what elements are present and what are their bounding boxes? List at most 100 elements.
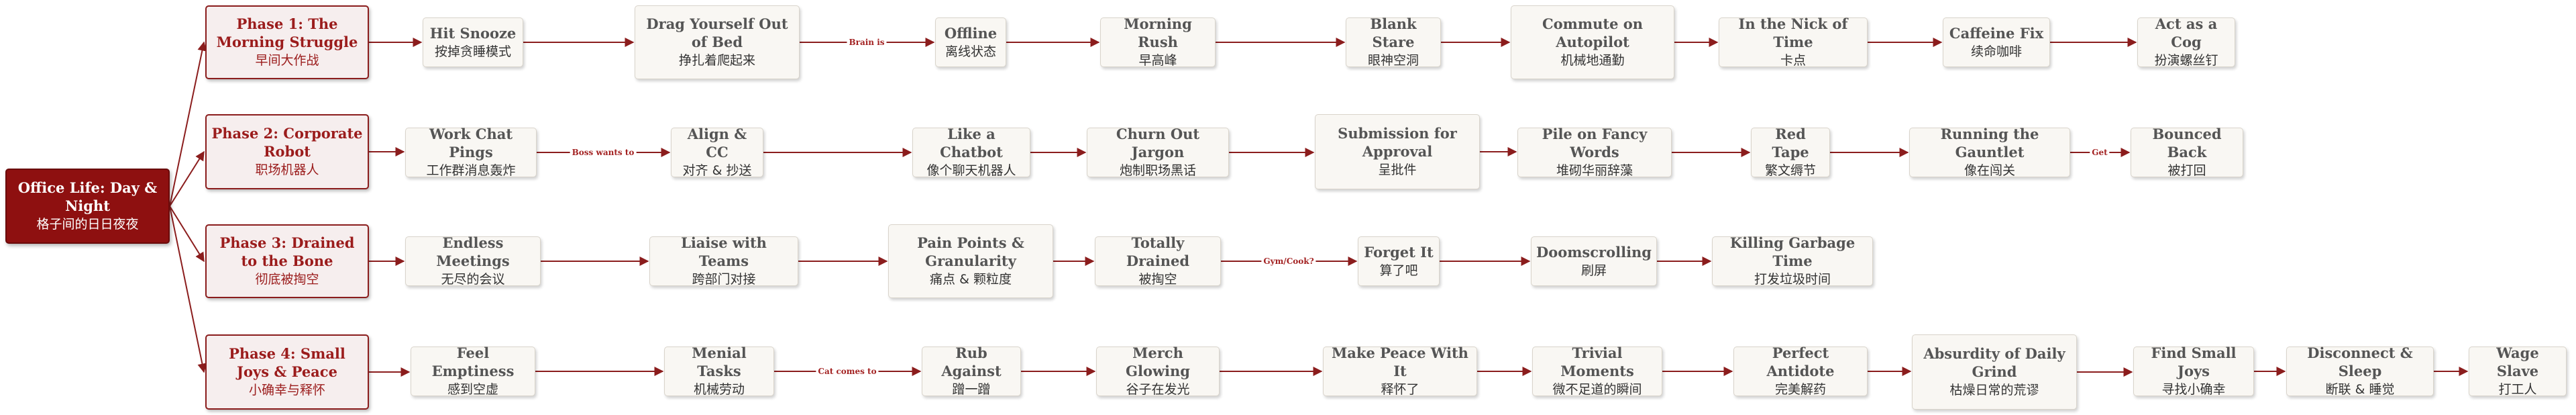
phase-2-step-4[interactable]: Churn Out Jargon 炮制职场黑话 [1087, 126, 1229, 178]
step-label-en: Work Chat Pings [429, 126, 513, 160]
phase-3-step-7[interactable]: Killing Garbage Time 打发垃圾时间 [1712, 234, 1873, 287]
step-label-zh: 枯燥日常的荒谬 [1949, 382, 2039, 398]
phase-1-title-en: Phase 1: The Morning Struggle [216, 15, 358, 50]
edge-label: Get [2090, 147, 2110, 158]
step-label-zh: 工作群消息轰炸 [426, 163, 516, 178]
step-label-en: Killing Garbage Time [1729, 234, 1856, 269]
step-label-zh: 机械劳动 [693, 381, 745, 397]
step-label-zh: 呈批件 [1378, 162, 1417, 177]
edge-label: Gym/Cook? [1261, 256, 1316, 267]
step-label-zh: 早高峰 [1138, 52, 1177, 68]
step-label-en: Bounced Back [2152, 126, 2222, 160]
step-label-zh: 蹭一蹭 [952, 381, 991, 397]
step-label-en: Totally Drained [1126, 234, 1190, 269]
phase-1-step-5[interactable]: Blank Stare 眼神空洞 [1346, 15, 1441, 68]
phase-4-step-10[interactable]: Disconnect & Sleep 断联 & 睡觉 [2286, 344, 2434, 397]
phase-1-step-6[interactable]: Commute on Autopilot 机械地通勤 [1511, 5, 1674, 79]
phase-3-step-2[interactable]: Liaise with Teams 跨部门对接 [649, 234, 798, 287]
step-label-zh: 被掏空 [1138, 271, 1177, 287]
step-label-en: Endless Meetings [436, 234, 510, 269]
phase-3-step-5[interactable]: Forget It 算了吧 [1358, 236, 1440, 286]
phase-2-step-1[interactable]: Work Chat Pings 工作群消息轰炸 [405, 126, 537, 178]
phase-4-node[interactable]: Phase 4: Small Joys & Peace 小确幸与释怀 [205, 334, 369, 410]
phase-4-title-zh: 小确幸与释怀 [248, 382, 325, 398]
phase-4-step-7[interactable]: Perfect Antidote 完美解药 [1733, 344, 1868, 397]
phase-4-step-6[interactable]: Trivial Moments 微不足道的瞬间 [1532, 344, 1662, 397]
step-label-zh: 打工人 [2498, 381, 2537, 397]
phase-2-step-9[interactable]: Bounced Back 被打回 [2131, 126, 2243, 178]
phase-2-step-6[interactable]: Pile on Fancy Words 堆砌华丽辞藻 [1517, 126, 1672, 178]
step-label-en: Act as a Cog [2155, 15, 2218, 50]
step-label-en: Offline [944, 24, 998, 42]
step-label-en: Doomscrolling [1536, 243, 1652, 261]
step-label-en: Churn Out Jargon [1116, 126, 1200, 160]
step-label-zh: 繁文缛节 [1764, 163, 1816, 178]
phase-2-step-5[interactable]: Submission for Approval 呈批件 [1315, 114, 1480, 189]
step-label-zh: 感到空虚 [447, 381, 498, 397]
phase-1-step-9[interactable]: Act as a Cog 扮演螺丝钉 [2137, 15, 2235, 68]
phase-2-title-en: Phase 2: Corporate Robot [211, 125, 363, 160]
phase-2-step-8[interactable]: Running the Gauntlet 像在闯关 [1909, 126, 2070, 178]
phase-1-step-7[interactable]: In the Nick of Time 卡点 [1719, 15, 1868, 68]
phase-3-step-6[interactable]: Doomscrolling 刷屏 [1531, 236, 1657, 286]
phase-1-step-1[interactable]: Hit Snooze 按掉贪睡模式 [423, 17, 523, 67]
phase-1-node[interactable]: Phase 1: The Morning Struggle 早间大作战 [205, 5, 369, 79]
phase-2-title-zh: 职场机器人 [255, 162, 319, 177]
root-node[interactable]: Office Life: Day & Night 格子间的日日夜夜 [5, 169, 170, 244]
phase-4-step-4[interactable]: Merch Glowing 谷子在发光 [1096, 344, 1220, 397]
step-label-zh: 机械地通勤 [1560, 52, 1625, 68]
step-label-en: Align & CC [687, 126, 747, 160]
step-label-en: Wage Slave [2496, 344, 2539, 379]
step-label-zh: 炮制职场黑话 [1119, 163, 1196, 178]
root-to-phase-4-connector [169, 205, 207, 373]
step-label-en: Morning Rush [1124, 15, 1192, 50]
step-label-zh: 对齐 & 抄送 [682, 163, 752, 178]
phase-4-step-9[interactable]: Find Small Joys 寻找小确幸 [2133, 344, 2254, 397]
step-label-en: Hit Snooze [429, 24, 517, 42]
phase-3-step-4[interactable]: Totally Drained 被掏空 [1095, 234, 1221, 287]
phase-2-step-7[interactable]: Red Tape 繁文缛节 [1751, 126, 1830, 178]
step-label-en: Perfect Antidote [1766, 344, 1835, 379]
step-label-zh: 卡点 [1780, 52, 1806, 68]
step-label-zh: 寻找小确幸 [2161, 381, 2226, 397]
phase-3-title-en: Phase 3: Drained to the Bone [219, 234, 355, 269]
phase-2-node[interactable]: Phase 2: Corporate Robot 职场机器人 [205, 114, 369, 189]
step-label-zh: 跨部门对接 [692, 271, 756, 287]
step-label-en: Trivial Moments [1560, 344, 1634, 379]
step-label-en: Absurdity of Daily Grind [1923, 345, 2065, 380]
step-label-en: Commute on Autopilot [1542, 15, 1644, 50]
step-label-zh: 谷子在发光 [1126, 381, 1190, 397]
step-label-en: Like a Chatbot [940, 126, 1003, 160]
phase-1-step-8[interactable]: Caffeine Fix 续命咖啡 [1943, 17, 2050, 67]
phase-4-step-1[interactable]: Feel Emptiness 感到空虚 [411, 344, 535, 397]
step-label-en: Caffeine Fix [1949, 24, 2044, 42]
phase-4-step-3[interactable]: Rub Against 蹭一蹭 [922, 344, 1021, 397]
phase-1-step-2[interactable]: Drag Yourself Out of Bed 挣扎着爬起来 [635, 5, 800, 79]
root-title-zh: 格子间的日日夜夜 [36, 216, 139, 232]
phase-3-step-3[interactable]: Pain Points & Granularity 痛点 & 颗粒度 [888, 224, 1053, 298]
phase-4-step-5[interactable]: Make Peace With It 释怀了 [1323, 344, 1477, 397]
phase-1-step-4[interactable]: Morning Rush 早高峰 [1100, 15, 1216, 68]
phase-2-step-2[interactable]: Align & CC 对齐 & 抄送 [671, 126, 763, 178]
phase-1-step-3[interactable]: Offline 离线状态 [935, 17, 1006, 67]
phase-4-step-8[interactable]: Absurdity of Daily Grind 枯燥日常的荒谬 [1912, 334, 2077, 410]
step-label-zh: 被打回 [2167, 163, 2206, 178]
phase-4-step-2[interactable]: Menial Tasks 机械劳动 [664, 344, 774, 397]
step-label-en: Disconnect & Sleep [2307, 344, 2413, 379]
phase-3-step-1[interactable]: Endless Meetings 无尽的会议 [405, 234, 541, 287]
step-label-zh: 像个聊天机器人 [926, 163, 1016, 178]
step-label-zh: 痛点 & 颗粒度 [930, 271, 1012, 287]
phase-3-node[interactable]: Phase 3: Drained to the Bone 彻底被掏空 [205, 224, 369, 298]
step-label-en: In the Nick of Time [1738, 15, 1848, 50]
edge-label: Cat comes to [816, 366, 879, 377]
phase-4-step-11[interactable]: Wage Slave 打工人 [2469, 344, 2567, 397]
edge-label: Brain is [847, 37, 887, 48]
phase-2-step-3[interactable]: Like a Chatbot 像个聊天机器人 [912, 126, 1030, 178]
phase-3-title-zh: 彻底被掏空 [255, 271, 319, 287]
step-label-en: Liaise with Teams [681, 234, 767, 269]
step-label-zh: 扮演螺丝钉 [2154, 52, 2218, 68]
step-label-zh: 完美解药 [1774, 381, 1826, 397]
step-label-en: Menial Tasks [692, 344, 747, 379]
step-label-en: Pile on Fancy Words [1542, 126, 1648, 160]
